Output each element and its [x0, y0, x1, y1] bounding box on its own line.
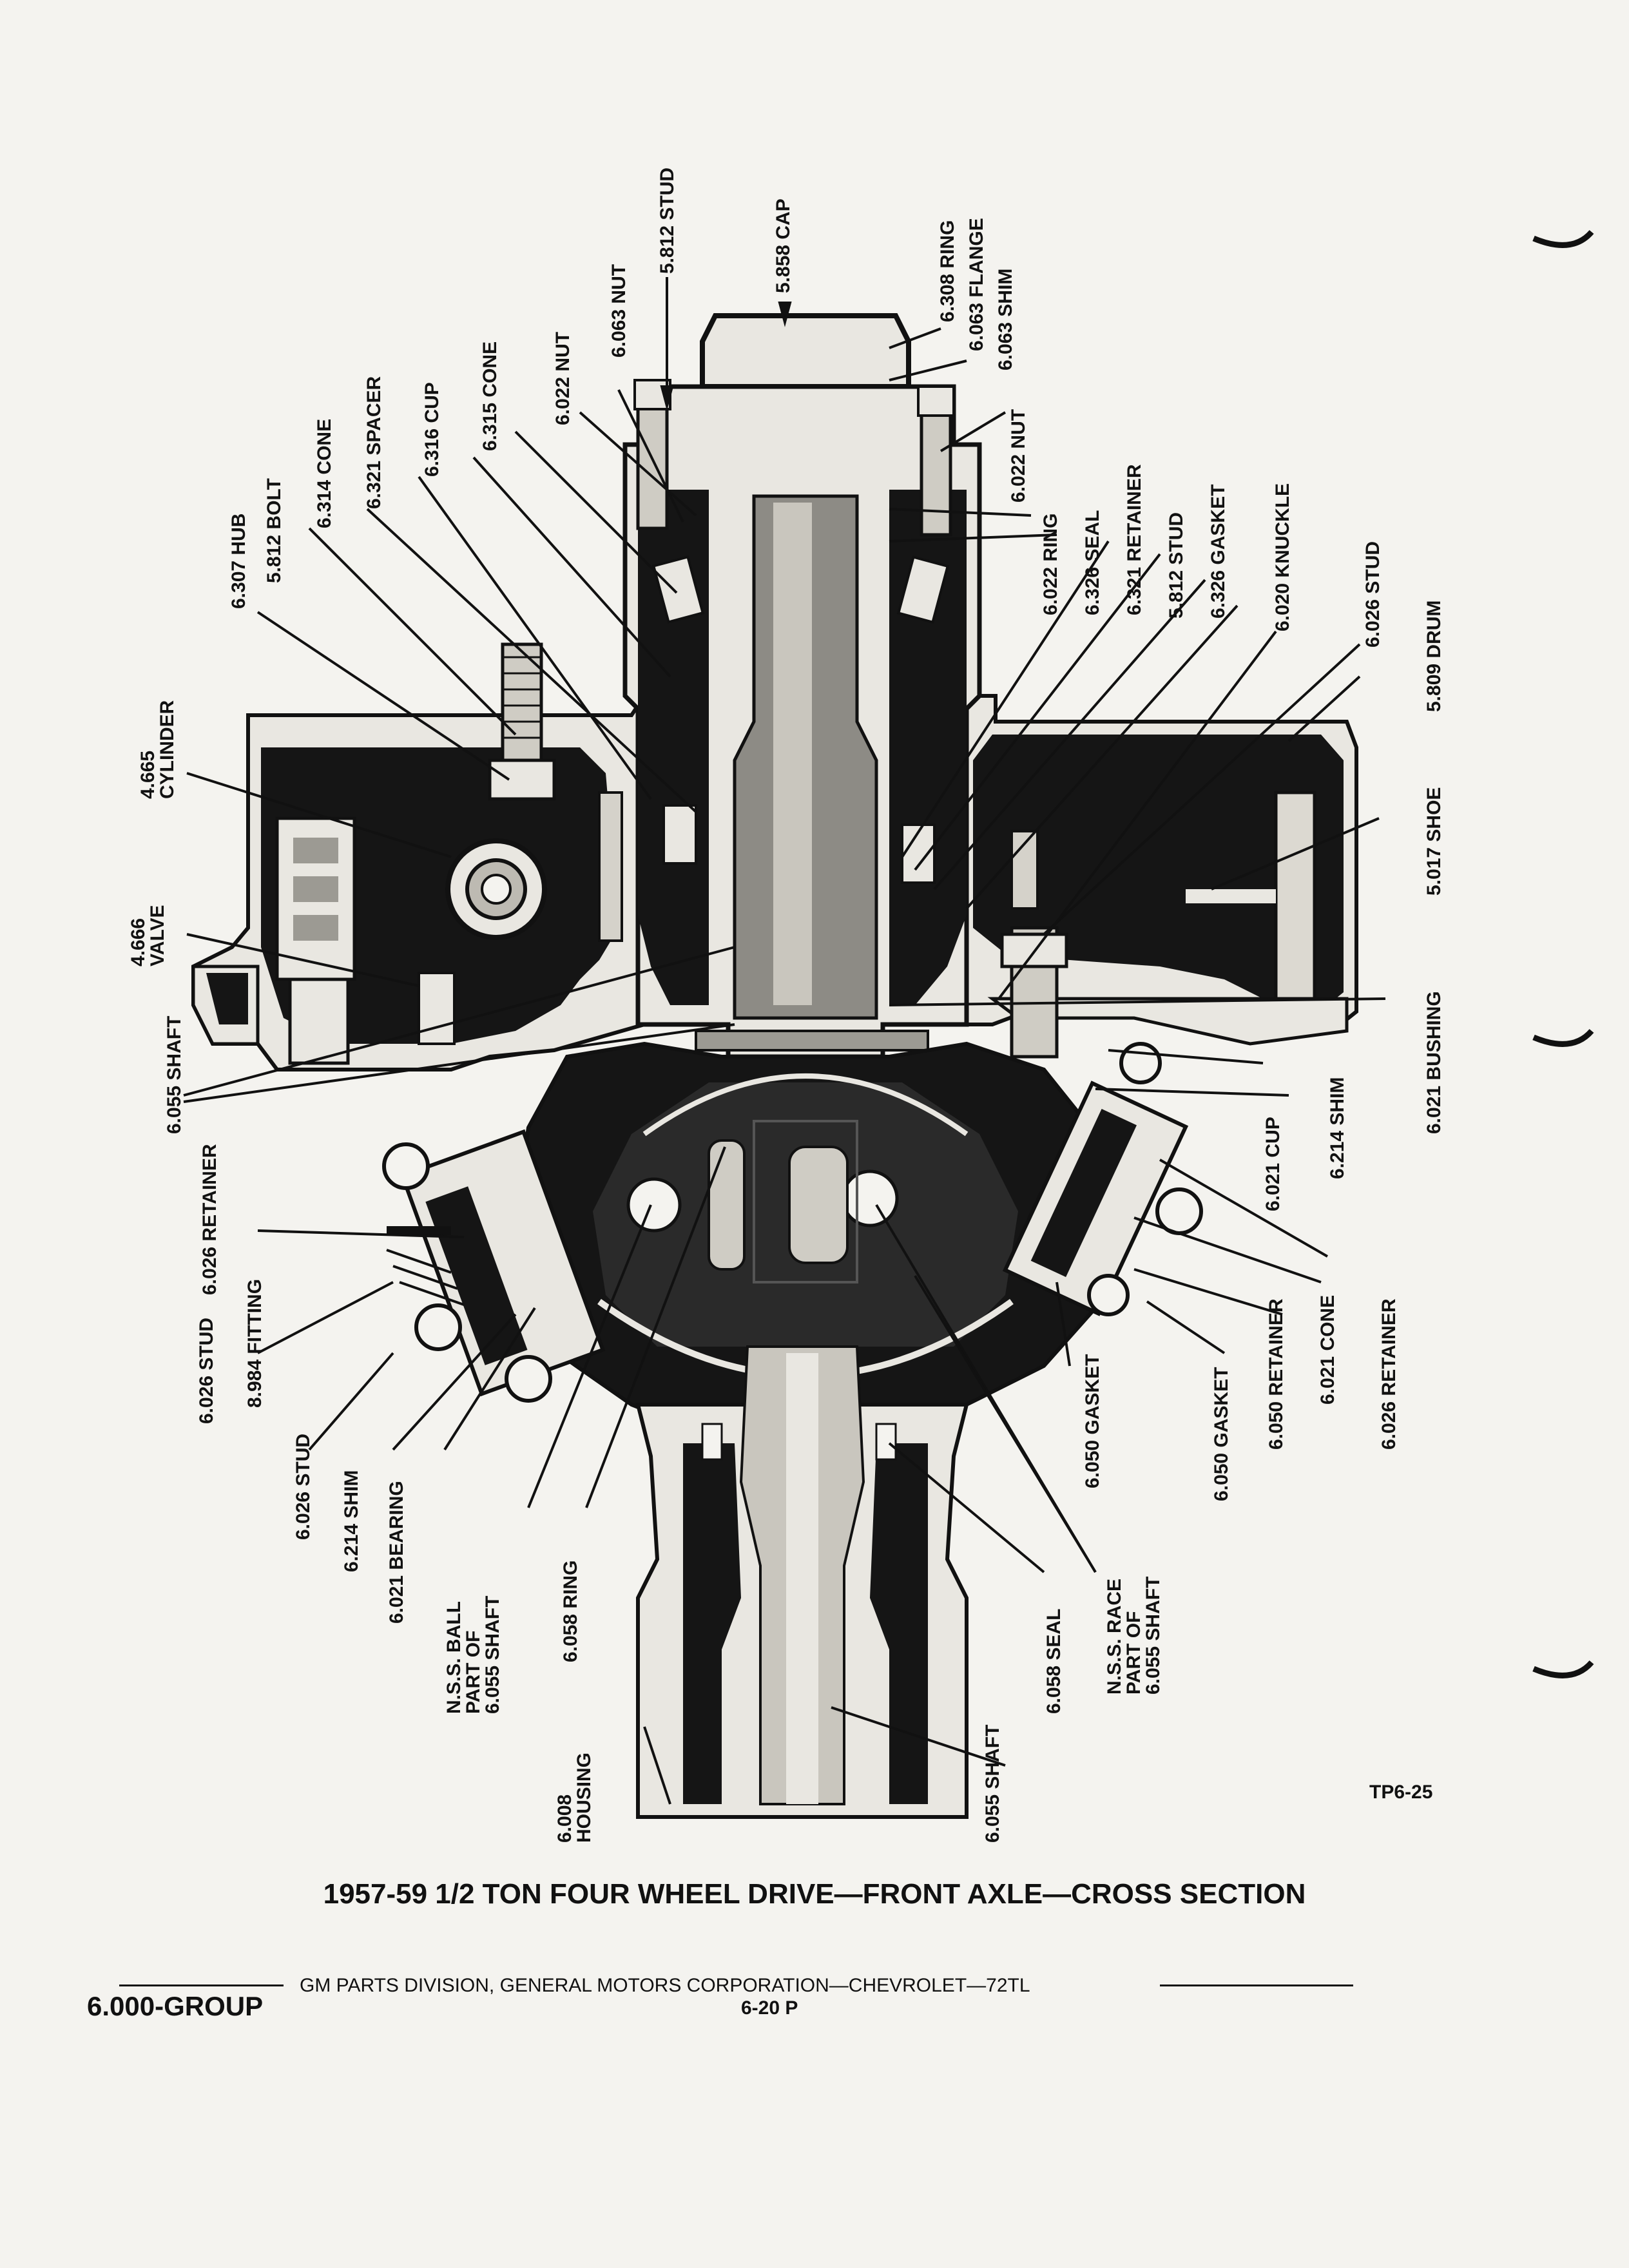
label-nss-ball: N.S.S. BALL PART OF 6.055 SHAFT	[443, 1595, 503, 1714]
label-bolt: 5.812 BOLT	[264, 478, 285, 583]
label-ring-6308: 6.308 RING	[937, 220, 958, 322]
left-kingpin-assembly	[382, 1129, 606, 1403]
label-nss-ball-line3: 6.055 SHAFT	[482, 1595, 503, 1714]
label-ring-6058: 6.058 RING	[560, 1560, 581, 1662]
label-spacer: 6.321 SPACER	[363, 376, 385, 509]
label-gasket-6050-b: 6.050 GASKET	[1211, 1367, 1232, 1501]
footer-rule-left	[119, 1984, 284, 1986]
label-shoe: 5.017 SHOE	[1423, 787, 1445, 896]
label-stud-6026-low: 6.026 STUD	[293, 1433, 314, 1540]
label-nss-ball-line2: PART OF	[463, 1630, 484, 1714]
label-cylinder: 4.665 CYLINDER	[137, 700, 178, 799]
label-cone-6315: 6.315 CONE	[479, 341, 501, 451]
label-knuckle: 6.020 KNUCKLE	[1272, 483, 1293, 631]
label-valve-name: VALVE	[147, 905, 168, 966]
label-flange-6063: 6.063 FLANGE	[966, 218, 987, 351]
figure-reference: TP6-25	[1369, 1782, 1433, 1803]
right-kingpin-assembly	[1000, 926, 1203, 1316]
footer-group: 6.000-GROUP	[87, 1991, 264, 2021]
label-cone-6021: 6.021 CONE	[1317, 1294, 1338, 1405]
label-shaft-left: 6.055 SHAFT	[164, 1015, 185, 1134]
label-valve: 4.666 VALVE	[128, 905, 168, 966]
label-retainer-6050: 6.050 RETAINER	[1266, 1298, 1287, 1450]
label-stud-top: 5.812 STUD	[657, 167, 678, 274]
label-hub: 6.307 HUB	[228, 513, 249, 609]
footer-publisher: GM PARTS DIVISION, GENERAL MOTORS CORPOR…	[300, 1975, 1030, 1996]
binder-marks	[1532, 229, 1594, 1678]
label-nut-6022-right: 6.022 NUT	[1008, 408, 1029, 503]
axle-housing-tube	[635, 1345, 969, 1819]
label-nss-race: N.S.S. RACE PART OF 6.055 SHAFT	[1104, 1576, 1164, 1695]
label-bushing: 6.021 BUSHING	[1423, 991, 1445, 1134]
label-stud-5812-right: 5.812 STUD	[1166, 512, 1187, 619]
label-cylinder-number: 4.665	[137, 750, 159, 799]
label-cup-6316: 6.316 CUP	[421, 382, 443, 477]
label-nss-race-line2: PART OF	[1123, 1611, 1144, 1695]
label-shim-6214: 6.214 SHIM	[1327, 1077, 1348, 1179]
label-nut-6022: 6.022 NUT	[552, 331, 574, 425]
label-valve-number: 4.666	[128, 918, 149, 966]
footer-page-number: 6-20 P	[741, 1997, 798, 2019]
label-retainer-6321: 6.321 RETAINER	[1124, 464, 1145, 615]
label-bearing: 6.021 BEARING	[386, 1481, 407, 1624]
label-cone-6314: 6.314 CONE	[314, 418, 335, 528]
label-fitting: 8.984 FITTING	[244, 1278, 265, 1408]
label-drum: 5.809 DRUM	[1423, 600, 1445, 712]
label-housing-name: HOUSING	[574, 1752, 595, 1843]
footer-rule-right	[1160, 1984, 1353, 1986]
label-retainer-left: 6.026 RETAINER	[199, 1144, 220, 1295]
label-housing-number: 6.008	[554, 1794, 575, 1843]
label-stud-6026-right: 6.026 STUD	[1362, 541, 1383, 648]
spindle-hub	[622, 313, 982, 1059]
label-cup-6021: 6.021 CUP	[1262, 1117, 1284, 1211]
label-nss-race-line3: 6.055 SHAFT	[1142, 1576, 1164, 1695]
label-shim-6214-low: 6.214 SHIM	[341, 1470, 362, 1572]
label-seal-6326: 6.326 SEAL	[1082, 510, 1103, 615]
label-housing: 6.008 HOUSING	[554, 1752, 595, 1843]
label-seal-6058: 6.058 SEAL	[1043, 1608, 1065, 1714]
label-shim-6063: 6.063 SHIM	[995, 268, 1016, 370]
label-nut-top: 6.063 NUT	[608, 264, 630, 358]
label-retainer-6026-right: 6.026 RETAINER	[1378, 1298, 1400, 1450]
label-shaft-bottom: 6.055 SHAFT	[982, 1724, 1003, 1843]
label-nss-ball-line1: N.S.S. BALL	[443, 1600, 465, 1714]
label-cap: 5.858 CAP	[773, 198, 794, 293]
figure-caption: 1957-59 1/2 TON FOUR WHEEL DRIVE—FRONT A…	[323, 1878, 1306, 1910]
label-stud-left: 6.026 STUD	[196, 1317, 217, 1424]
label-ring-6022: 6.022 RING	[1040, 513, 1061, 615]
label-gasket-6050-a: 6.050 GASKET	[1082, 1354, 1103, 1488]
label-nss-race-line1: N.S.S. RACE	[1104, 1578, 1125, 1695]
label-cylinder-name: CYLINDER	[157, 700, 178, 799]
leader-lines	[183, 277, 1386, 1805]
label-gasket-6326: 6.326 GASKET	[1208, 484, 1229, 619]
